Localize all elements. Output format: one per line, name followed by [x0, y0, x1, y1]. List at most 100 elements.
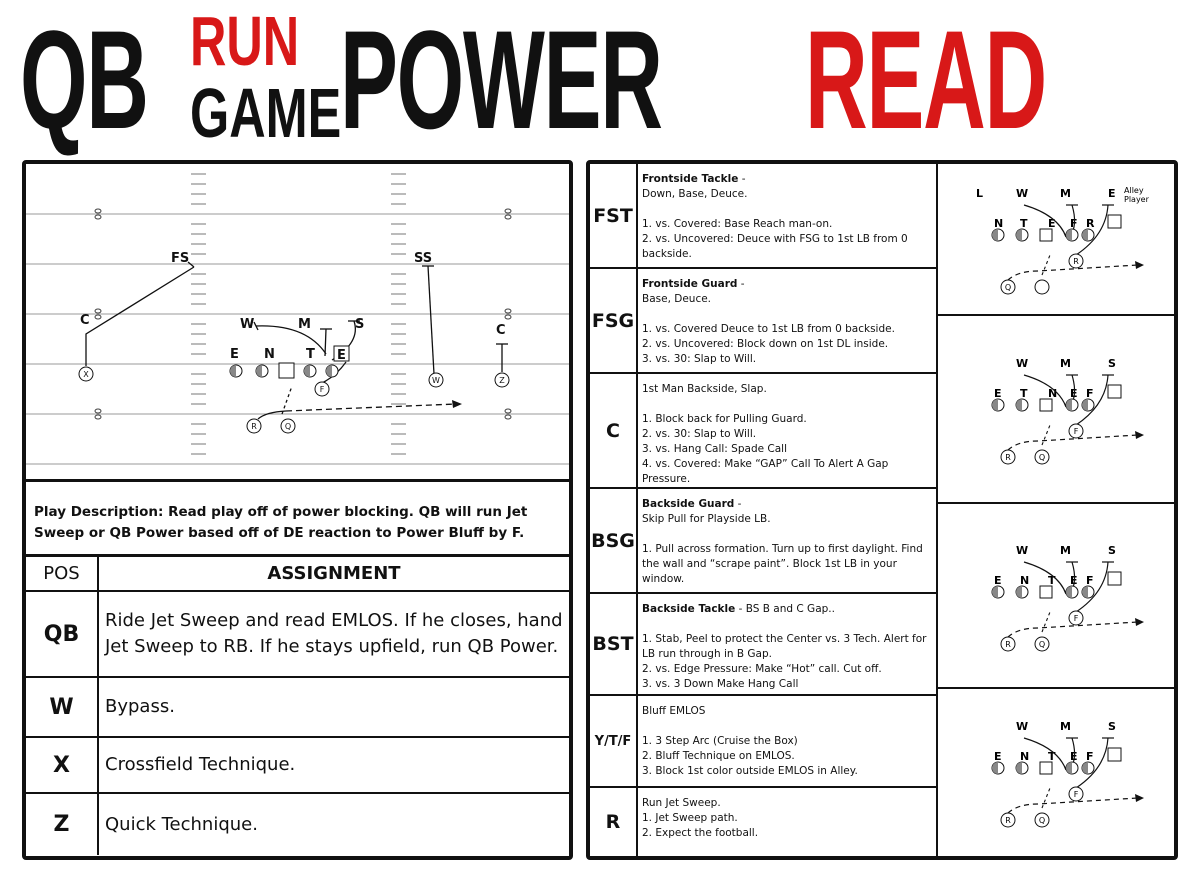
mini-label: T: [1048, 750, 1056, 763]
field-diagram: FS SS C C W M S E N T E X Z W F R Q: [26, 164, 569, 482]
field-svg: FS SS C C W M S E N T E X Z W F R Q: [26, 173, 569, 465]
line-text: Frontside Tackle -Down, Base, Deuce.1. v…: [642, 172, 932, 262]
field-label-ss: SS: [414, 251, 432, 266]
mini-label: M: [1060, 187, 1071, 200]
mini-label: S: [1108, 357, 1116, 370]
mini-label: M: [1060, 544, 1071, 557]
line-text: Run Jet Sweep.1. Jet Sweep path.2. Expec…: [642, 796, 932, 841]
line-item: 3. vs. 3 Down Make Hang Call: [642, 678, 799, 690]
assignment-text: Quick Technique.: [97, 792, 569, 855]
line-item: [642, 397, 932, 412]
mini-label: E: [1070, 750, 1078, 763]
assignment-table: POS ASSIGNMENT QB Ride Jet Sweep and rea…: [26, 557, 569, 855]
assignment-pos: W: [26, 676, 99, 738]
assignment-row: X Crossfield Technique.: [26, 736, 569, 794]
assignment-row: W Bypass.: [26, 676, 569, 738]
mini-label: S: [1108, 720, 1116, 733]
assignment-text: Crossfield Technique.: [97, 736, 569, 794]
mini-label: Q: [1039, 453, 1045, 462]
field-label-t: T: [306, 347, 315, 362]
mini-label: F: [1074, 427, 1079, 436]
line-pos: R: [590, 788, 638, 856]
field-label-m: M: [298, 317, 311, 332]
assignment-row: QB Ride Jet Sweep and read EMLOS. If he …: [26, 590, 569, 678]
field-label-fs: FS: [171, 251, 189, 266]
line-item: 2. vs. 30: Slap to Will.: [642, 428, 757, 440]
field-label-n: N: [264, 347, 275, 362]
field-label-w-circle: W: [432, 376, 440, 385]
line-item: 1. vs. Covered Deuce to 1st LB from 0 ba…: [642, 323, 895, 335]
line-item: 1. vs. Covered: Base Reach man-on.: [642, 218, 833, 230]
mini-label: E: [994, 387, 1002, 400]
line-item: [642, 202, 932, 217]
line-item: 1. Block back for Pulling Guard.: [642, 413, 807, 425]
title-qb: QB: [20, 1, 149, 158]
mini-label: R: [1005, 453, 1011, 462]
line-item: [642, 307, 932, 322]
mini-label: W: [1016, 357, 1028, 370]
mini-label: Q: [1039, 816, 1045, 825]
left-panel: FS SS C C W M S E N T E X Z W F R Q Play: [22, 160, 573, 860]
line-text: Backside Tackle - BS B and C Gap..1. Sta…: [642, 602, 932, 692]
field-label-q: Q: [285, 422, 291, 431]
field-label-s: S: [355, 317, 364, 332]
mini-label: F: [1074, 614, 1079, 623]
play-description: Play Description: Read play off of power…: [26, 482, 569, 557]
mini-label: E: [1070, 574, 1078, 587]
mini-label: F: [1086, 750, 1094, 763]
field-label-f: F: [320, 385, 325, 394]
mini-label: E: [994, 750, 1002, 763]
field-label-w: W: [240, 317, 254, 332]
title-run: RUN: [190, 2, 300, 80]
line-item: Skip Pull for Playside LB.: [642, 513, 771, 525]
line-heading: Frontside Tackle: [642, 173, 739, 185]
mini-label: E: [994, 574, 1002, 587]
line-text: Frontside Guard -Base, Deuce.1. vs. Cove…: [642, 277, 932, 367]
assignment-text: Ride Jet Sweep and read EMLOS. If he clo…: [97, 590, 569, 678]
mini-label: E: [1048, 217, 1056, 230]
mini-note: Alley: [1124, 186, 1144, 195]
line-pos: BSG: [590, 489, 638, 592]
mini-label: M: [1060, 357, 1071, 370]
line-pos: FST: [590, 164, 638, 267]
mini-label: W: [1016, 544, 1028, 557]
field-label-c-right: C: [496, 323, 506, 338]
mini-label: N: [1048, 387, 1057, 400]
line-text: Backside Guard -Skip Pull for Playside L…: [642, 497, 932, 587]
mini-label: R: [1073, 257, 1079, 266]
line-item: 2. vs. Edge Pressure: Make “Hot” call. C…: [642, 663, 882, 675]
assignment-header-row: POS ASSIGNMENT: [26, 557, 569, 592]
mini-label: N: [994, 217, 1003, 230]
line-pos: Y/T/F: [590, 696, 638, 786]
mini-label: N: [1020, 750, 1029, 763]
mini-label: T: [1020, 387, 1028, 400]
field-label-x: X: [83, 370, 89, 379]
line-item: 1. 3 Step Arc (Cruise the Box): [642, 735, 798, 747]
column-divider: [936, 164, 938, 856]
line-pos: FSG: [590, 269, 638, 372]
line-item: 1. Pull across formation. Turn up to fir…: [642, 543, 923, 585]
field-label-e: E: [230, 347, 239, 362]
mini-label: F: [1086, 574, 1094, 587]
line-pos: BST: [590, 594, 638, 694]
line-item: [642, 617, 932, 632]
mini-label: L: [976, 187, 983, 200]
title-power: POWER: [340, 1, 663, 158]
mini-label: F: [1086, 387, 1094, 400]
assignment-text: Bypass.: [97, 676, 569, 738]
field-label-r: R: [251, 422, 257, 431]
mini-label: E: [1070, 387, 1078, 400]
field-label-c-left: C: [80, 313, 90, 328]
title-read: READ: [805, 1, 1047, 158]
mini-label: F: [1070, 217, 1078, 230]
